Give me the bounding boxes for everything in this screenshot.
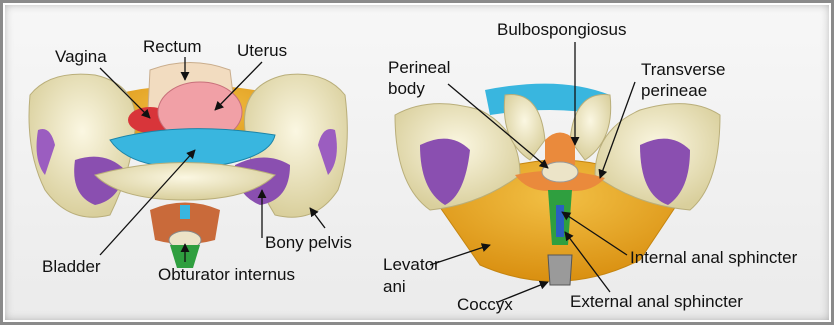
- coccyx-shape: [548, 255, 572, 285]
- label-bony-pelvis: Bony pelvis: [265, 233, 352, 252]
- label-coccyx: Coccyx: [457, 295, 513, 314]
- label-levator-ani-2: ani: [383, 277, 406, 296]
- perineal-body-shape: [542, 162, 578, 182]
- label-transverse-perineae-2: perineae: [641, 81, 707, 100]
- arrow-coccyx: [498, 282, 548, 302]
- label-perineal-body-1: Perineal: [388, 58, 450, 77]
- label-external-anal-sphincter: External anal sphincter: [570, 292, 743, 311]
- left-blue-urethra: [180, 205, 190, 219]
- label-obturator-internus: Obturator internus: [158, 265, 295, 284]
- label-perineal-body-2: body: [388, 79, 425, 98]
- label-uterus: Uterus: [237, 41, 287, 60]
- label-rectum: Rectum: [143, 37, 202, 56]
- bulbospongiosus-shape: [545, 133, 575, 166]
- label-vagina: Vagina: [55, 47, 107, 66]
- label-transverse-perineae-1: Transverse: [641, 60, 725, 79]
- label-bladder: Bladder: [42, 257, 101, 276]
- label-internal-anal-sphincter: Internal anal sphincter: [630, 248, 798, 267]
- internal-anal-sphincter-shape: [556, 205, 564, 237]
- label-bulbospongiosus: Bulbospongiosus: [497, 20, 626, 39]
